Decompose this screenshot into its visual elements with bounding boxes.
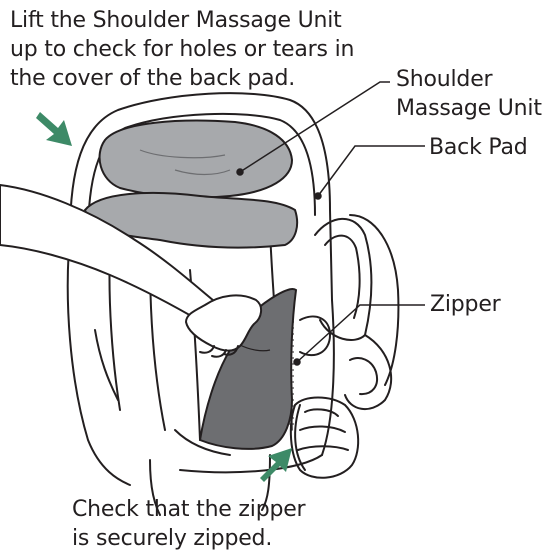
arrow-bottom-icon xyxy=(260,448,292,482)
leader-zipper xyxy=(297,305,425,362)
bottom-instruction: Check that the zipper is securely zipped… xyxy=(72,495,305,553)
arrow-top-icon xyxy=(36,112,72,146)
top-instruction-line: Lift the Shoulder Massage Unit xyxy=(10,6,354,35)
shoulder-massage-unit-label: Shoulder Massage Unit xyxy=(396,65,542,123)
zipper-label: Zipper xyxy=(430,290,501,319)
label-line: Shoulder xyxy=(396,65,542,94)
shoulder-massage-unit xyxy=(100,121,292,198)
bottom-instruction-line: is securely zipped. xyxy=(72,524,305,553)
top-instruction-line: the cover of the back pad. xyxy=(10,64,354,93)
label-line: Massage Unit xyxy=(396,94,542,123)
leader-back-pad xyxy=(318,146,425,196)
back-pad-label: Back Pad xyxy=(429,133,528,162)
top-instruction: Lift the Shoulder Massage Unit up to che… xyxy=(10,6,354,93)
top-instruction-line: up to check for holes or tears in xyxy=(10,35,354,64)
bottom-instruction-line: Check that the zipper xyxy=(72,495,305,524)
